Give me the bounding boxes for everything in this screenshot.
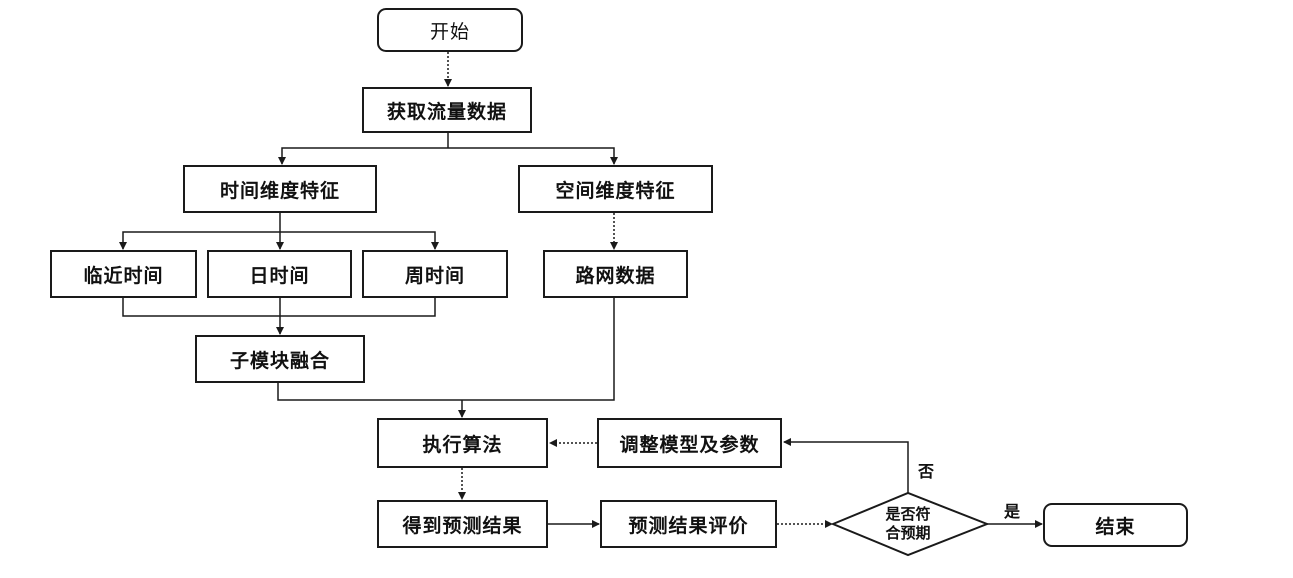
edge-split-to-time	[278, 147, 448, 165]
evaluate-prediction-node: 预测结果评价	[600, 500, 777, 548]
edge-time-to-week	[280, 231, 439, 250]
road-network-node: 路网数据	[543, 250, 688, 298]
decision-text: 是否符 合预期	[863, 505, 953, 543]
submodule-fusion-node: 子模块融合	[195, 335, 365, 383]
decision-line-2: 合预期	[885, 524, 931, 542]
get-prediction-node: 得到预测结果	[377, 500, 548, 548]
decision-diamond	[830, 491, 990, 557]
edge-label-yes: 是	[1004, 502, 1021, 521]
time-feature-node: 时间维度特征	[183, 165, 377, 213]
end-node: 结束	[1043, 503, 1188, 547]
edge-recent-merge	[122, 298, 436, 317]
run-algorithm-node: 执行算法	[377, 418, 548, 468]
edge-fusion-merge	[277, 298, 615, 401]
get-flow-data-node: 获取流量数据	[362, 87, 532, 133]
edge-decision-to-adjust	[783, 438, 909, 493]
start-node: 开始	[377, 8, 523, 52]
adjust-model-node: 调整模型及参数	[597, 418, 782, 468]
space-feature-node: 空间维度特征	[518, 165, 713, 213]
edge-label-no: 否	[918, 462, 935, 481]
week-time-node: 周时间	[362, 250, 508, 298]
edge-time-to-recent	[119, 231, 280, 250]
decision-line-1: 是否符	[885, 505, 931, 523]
recent-time-node: 临近时间	[50, 250, 197, 298]
day-time-node: 日时间	[207, 250, 352, 298]
edge-split-to-space	[448, 147, 618, 165]
